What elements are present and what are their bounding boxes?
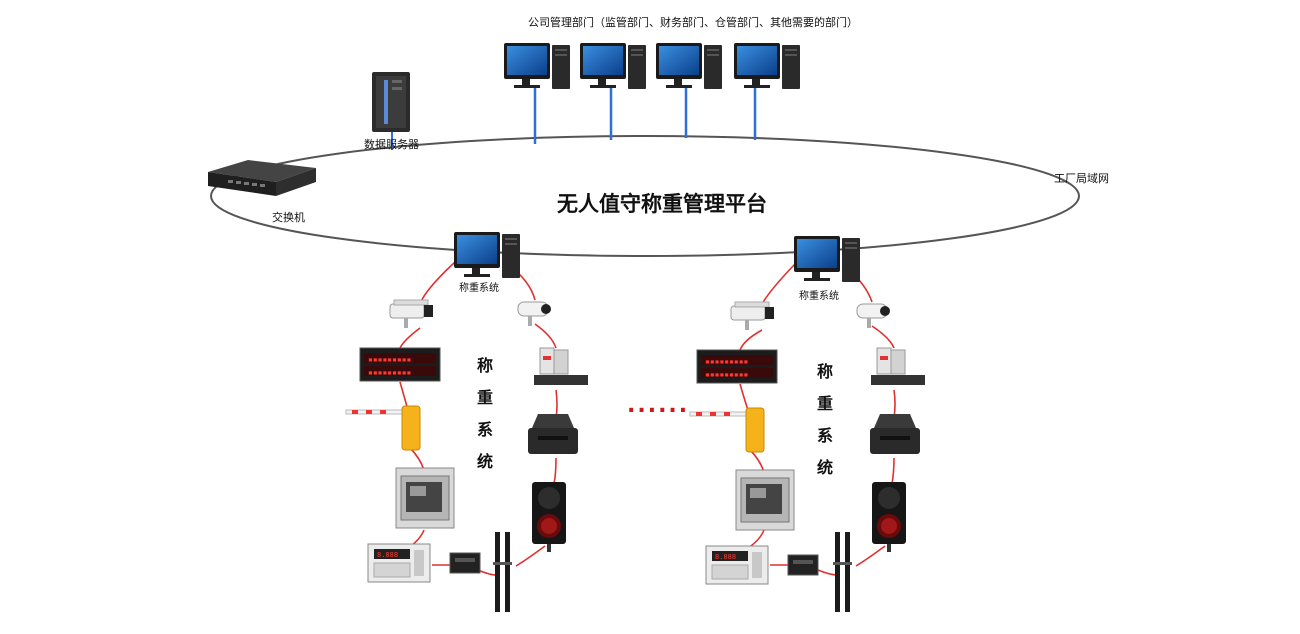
rfid-reader-icon — [870, 347, 926, 386]
barrier-gate-icon — [689, 407, 765, 453]
vertical-char: 系 — [816, 426, 833, 445]
weighing-system-label-left: 称重系统 — [459, 283, 499, 294]
department-pc-icon — [734, 43, 800, 89]
bullet-camera-icon — [517, 301, 552, 327]
vertical-char: 重 — [816, 394, 833, 413]
led-display-icon — [359, 347, 441, 382]
department-pc-icon — [504, 43, 570, 89]
control-cabinet-icon — [395, 467, 455, 529]
factory-lan-label: 工厂局域网 — [1054, 172, 1109, 185]
platform-title: 无人值守称重管理平台 — [557, 192, 767, 216]
department-pc-icon — [580, 43, 646, 89]
vertical-char: 统 — [476, 452, 493, 471]
right-station-links — [739, 263, 896, 576]
departments-label: 公司管理部门（监管部门、财务部门、仓管部门、其他需要的部门） — [528, 16, 858, 29]
weighing-pc-icon — [454, 232, 520, 278]
printer-icon — [870, 414, 920, 454]
weighing-system-label-right: 称重系统 — [799, 291, 839, 302]
switch-icon — [208, 160, 316, 196]
ellipsis-indicator: ...... — [627, 393, 690, 418]
signal-converter-icon — [449, 552, 481, 574]
switch-label: 交换机 — [272, 211, 305, 224]
signal-converter-icon — [787, 554, 819, 576]
department-pc-icon — [656, 43, 722, 89]
camera-icon — [389, 299, 434, 329]
camera-icon — [730, 301, 775, 331]
vertical-char: 重 — [476, 388, 493, 407]
vertical-char: 称 — [476, 356, 493, 375]
lan-ring — [210, 135, 1080, 257]
weighing-pc-icon — [794, 236, 860, 282]
barrier-gate-icon — [345, 405, 421, 451]
data-server-label: 数据服务器 — [364, 138, 419, 151]
traffic-light-icon — [872, 482, 906, 552]
control-cabinet-icon — [735, 469, 795, 531]
weight-indicator-icon — [705, 545, 769, 585]
weighing-system-vertical-left: 称 重 系 统 — [475, 350, 495, 478]
vertical-char: 统 — [816, 458, 833, 477]
led-display-icon — [696, 349, 778, 384]
printer-icon — [528, 414, 578, 454]
infrared-grating-icon — [493, 532, 512, 612]
bullet-camera-icon — [856, 303, 891, 329]
department-links — [533, 88, 757, 144]
infrared-grating-icon — [833, 532, 852, 612]
vertical-char: 称 — [816, 362, 833, 381]
weight-indicator-icon — [367, 543, 431, 583]
server-icon — [372, 72, 410, 132]
traffic-light-icon — [532, 482, 566, 552]
weighing-system-vertical-right: 称 重 系 统 — [815, 356, 835, 484]
vertical-char: 系 — [476, 420, 493, 439]
rfid-reader-icon — [533, 347, 589, 386]
